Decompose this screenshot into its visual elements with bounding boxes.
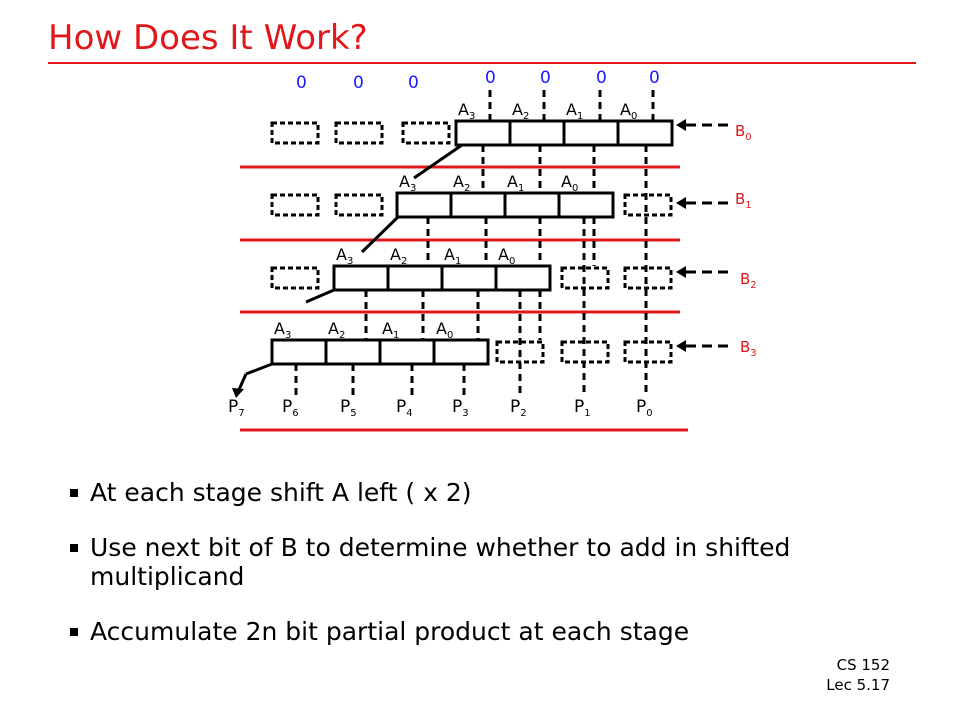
- product-bit-label: P0: [636, 397, 653, 419]
- zero-input: 0: [353, 73, 364, 93]
- arrowhead: [676, 119, 686, 131]
- a-bit-label: A0: [561, 172, 578, 194]
- lecture-label: Lec 5.17: [826, 676, 890, 694]
- carry-wire: [360, 215, 400, 254]
- unused-cell-boxes: [270, 121, 673, 364]
- product-bit-label: P7: [228, 397, 245, 419]
- a-bit-label: A1: [507, 172, 524, 194]
- title-underline: [48, 62, 916, 64]
- arrowhead: [676, 197, 686, 209]
- adder-cell: [557, 191, 615, 219]
- unused-cell: [334, 193, 384, 217]
- adder-cell: [503, 191, 561, 219]
- unused-cell: [623, 340, 673, 364]
- a-bit-label: A3: [399, 172, 416, 194]
- unused-cell: [560, 340, 610, 364]
- adder-cell: [454, 119, 512, 147]
- unused-cell: [270, 266, 320, 290]
- unused-cell: [334, 121, 384, 145]
- product-bit-label: P5: [340, 397, 357, 419]
- a-bit-label: A1: [382, 319, 399, 341]
- a-bit-label: A1: [444, 245, 461, 267]
- zero-inputs: 0 0 0 0 0 0 0: [296, 68, 660, 93]
- a-bit-label: A3: [274, 319, 291, 341]
- bullet-list: At each stage shift A left ( x 2) Use ne…: [68, 478, 848, 672]
- zero-input: 0: [540, 68, 551, 88]
- b-bit-label: B3: [740, 338, 757, 359]
- product-bit-label: P1: [574, 397, 591, 419]
- adder-cell: [508, 119, 566, 147]
- adder-cell: [395, 191, 453, 219]
- a-bit-label: A2: [512, 100, 529, 122]
- unused-cell: [623, 266, 673, 290]
- b-bit-label: B1: [735, 190, 752, 211]
- product-bit-label: P2: [510, 397, 527, 419]
- unused-cell: [270, 121, 320, 145]
- zero-input: 0: [408, 73, 419, 93]
- adder-cell: [562, 119, 620, 147]
- adder-cell: [449, 191, 507, 219]
- a-bit-label: A3: [458, 100, 475, 122]
- adder-cell: [440, 264, 498, 292]
- a-bit-label: A1: [566, 100, 583, 122]
- unused-cell: [623, 193, 673, 217]
- a-bit-label: A2: [453, 172, 470, 194]
- zero-input: 0: [296, 73, 307, 93]
- bullet-item: Accumulate 2n bit partial product at eac…: [68, 617, 848, 646]
- a-bit-label: A3: [336, 245, 353, 267]
- adder-cell: [432, 338, 490, 366]
- course-label: CS 152: [836, 656, 890, 674]
- product-bit-labels: P7 P6 P5 P4 P3 P2 P1 P0: [228, 397, 653, 419]
- product-bit-label: P6: [282, 397, 299, 419]
- adder-cell: [324, 338, 382, 366]
- zero-input: 0: [596, 68, 607, 88]
- adder-cell: [378, 338, 436, 366]
- product-bit-label: P3: [452, 397, 469, 419]
- a-bit-label: A0: [620, 100, 637, 122]
- stage-separator-lines: [240, 165, 688, 432]
- adder-cell: [616, 119, 674, 147]
- arrowhead: [232, 388, 244, 398]
- a-bit-label: A2: [328, 319, 345, 341]
- unused-cell: [560, 266, 610, 290]
- arrowhead: [676, 266, 686, 278]
- unused-cell: [495, 340, 545, 364]
- slide-footer: CS 152 Lec 5.17: [826, 655, 890, 695]
- adder-cell: [270, 338, 328, 366]
- zero-input: 0: [485, 68, 496, 88]
- carry-wire: [305, 288, 335, 304]
- carry-wire: [413, 143, 463, 180]
- adder-cell: [494, 264, 552, 292]
- carry-wire: [245, 362, 273, 376]
- adder-cell: [386, 264, 444, 292]
- arrowhead: [676, 340, 686, 352]
- adder-rows: [270, 119, 674, 366]
- a-bit-label: A2: [390, 245, 407, 267]
- bullet-item: Use next bit of B to determine whether t…: [68, 533, 848, 591]
- bullet-item: At each stage shift A left ( x 2): [68, 478, 848, 507]
- product-bit-label: P4: [396, 397, 413, 419]
- zero-input: 0: [649, 68, 660, 88]
- slide-title: How Does It Work?: [48, 18, 368, 58]
- wires: [232, 90, 655, 398]
- adder-cell: [332, 264, 390, 292]
- unused-cell: [270, 193, 320, 217]
- b-bit-label: B0: [735, 122, 752, 143]
- unused-cell: [401, 121, 451, 145]
- b-bit-label: B2: [740, 270, 757, 291]
- a-bit-label: A0: [498, 245, 515, 267]
- a-bit-label: A0: [436, 319, 453, 341]
